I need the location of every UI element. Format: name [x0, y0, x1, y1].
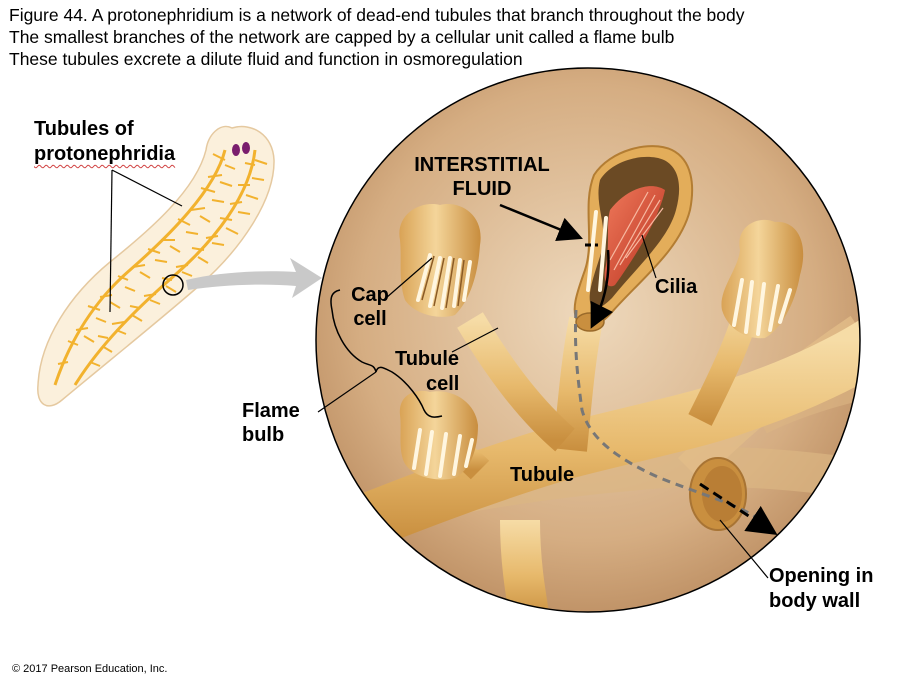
label-tubules-line2: protonephridia: [34, 143, 176, 165]
tubules-leader-lines: [109, 169, 183, 313]
flatworm-illustration: [37, 125, 275, 407]
label-flame-line2: bulb: [242, 424, 285, 446]
flame-bulb-bracket: [330, 289, 443, 418]
interstitial-arrow: [499, 203, 583, 241]
label-tubules-line1: Tubules of: [34, 118, 134, 140]
label-tubule-cell-line2: cell: [426, 373, 460, 395]
caption-line-2: The smallest branches of the network are…: [9, 27, 675, 47]
label-flame-line1: Flame: [242, 400, 300, 422]
label-interstitial-line1: INTERSTITIAL: [414, 154, 550, 176]
label-cilia: Cilia: [655, 276, 698, 298]
caption-line-1: Figure 44. A protonephridium is a networ…: [9, 5, 745, 25]
flame-bulb-right: [721, 219, 804, 339]
copyright-notice: © 2017 Pearson Education, Inc.: [12, 663, 168, 675]
exit-arrow: [699, 482, 778, 535]
label-opening-line2: body wall: [769, 590, 861, 612]
flame-bulb-bottom: [399, 390, 478, 480]
label-tubule-cell-line1: Tubule: [394, 348, 460, 370]
flame-bulb-cutaway: [573, 145, 694, 332]
flame-bulb-left: [399, 204, 481, 317]
label-cap-line1: Cap: [351, 284, 389, 306]
label-leader-lines: [385, 234, 769, 579]
caption-line-3: These tubules excrete a dilute fluid and…: [9, 49, 523, 69]
figure-caption: Figure 44. A protonephridium is a networ…: [9, 4, 745, 70]
label-tubule: Tubule: [510, 464, 575, 486]
magnified-contents: [316, 145, 860, 612]
label-cap-line2: cell: [353, 308, 387, 330]
label-interstitial-line2: FLUID: [452, 178, 512, 200]
label-opening-line1: Opening in: [769, 565, 874, 587]
zoom-arrow: [186, 258, 322, 298]
